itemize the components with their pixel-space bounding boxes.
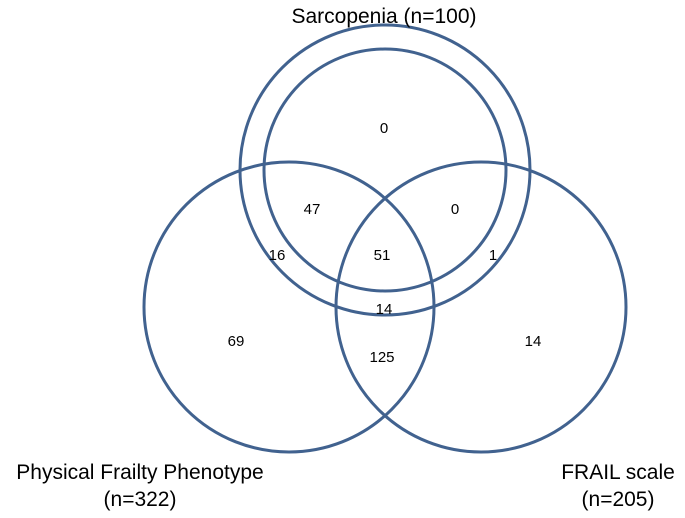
physical-frailty-count: (n=322) bbox=[104, 488, 177, 511]
region-sarcopenia-only: 0 bbox=[380, 120, 388, 137]
frail-scale-label: FRAIL scale bbox=[561, 461, 675, 484]
region-pfp-outer-ring: 16 bbox=[269, 247, 286, 264]
sarcopenia-label: Sarcopenia (n=100) bbox=[291, 5, 476, 28]
region-sarcopenia-pfp: 47 bbox=[304, 201, 321, 218]
frail-scale-circle bbox=[334, 160, 628, 454]
region-all-three: 51 bbox=[374, 247, 391, 264]
physical-frailty-label: Physical Frailty Phenotype bbox=[16, 461, 263, 484]
region-sarcopenia-frail: 0 bbox=[451, 201, 459, 218]
sarcopenia-inner-circle bbox=[262, 47, 508, 293]
physical-frailty-circle bbox=[142, 160, 436, 454]
region-frail-only: 14 bbox=[525, 333, 542, 350]
region-frail-outer-ring: 1 bbox=[489, 247, 497, 264]
frail-scale-count: (n=205) bbox=[582, 488, 655, 511]
sarcopenia-outer-circle bbox=[238, 23, 532, 317]
region-pfp-frail-ring: 14 bbox=[376, 301, 393, 318]
region-pfp-frail: 125 bbox=[369, 349, 394, 366]
region-pfp-only: 69 bbox=[228, 333, 245, 350]
